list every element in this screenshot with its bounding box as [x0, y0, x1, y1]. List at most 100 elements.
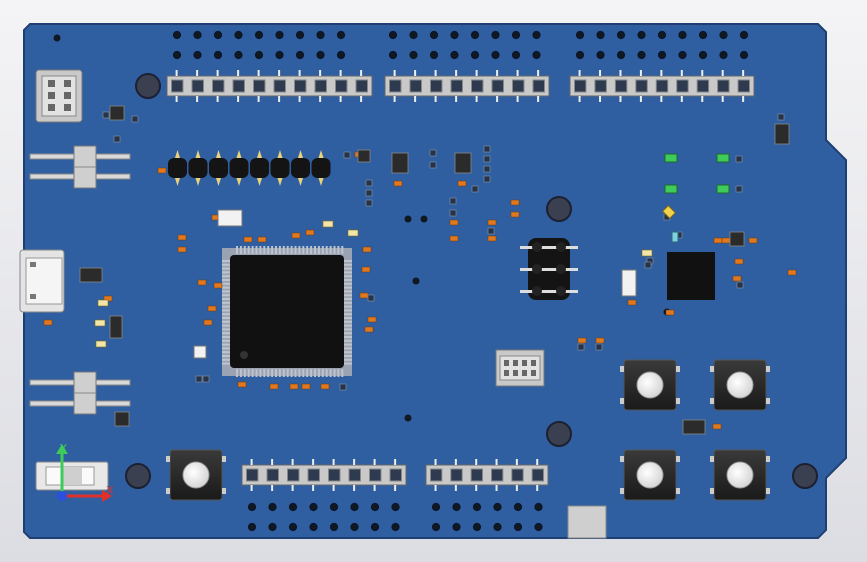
tactile-buttons[interactable] — [166, 359, 770, 501]
header-socket — [253, 79, 266, 93]
via-hole — [511, 30, 521, 40]
header-body — [384, 75, 550, 97]
swd-connector[interactable] — [35, 69, 83, 123]
mounting-hole — [546, 421, 572, 447]
via-hole — [596, 50, 605, 60]
jumper-block — [270, 158, 290, 178]
chip-pin — [290, 246, 293, 254]
button-lead — [766, 456, 770, 462]
chip-pin — [286, 246, 289, 254]
smd-white-part — [193, 345, 207, 359]
chip-pin — [333, 369, 336, 377]
chip-pin — [344, 271, 352, 274]
idc-pin — [531, 370, 536, 376]
idc-pin — [504, 370, 509, 376]
left-header-top[interactable] — [29, 145, 131, 189]
smd-capacitor — [195, 375, 203, 383]
chip-pin — [267, 246, 270, 254]
via-hole — [234, 50, 243, 60]
via-hole — [388, 30, 398, 40]
jumper-block — [291, 158, 310, 178]
header-pin — [257, 96, 260, 102]
chip-pin — [247, 369, 250, 377]
via-hole — [420, 215, 428, 223]
via-hole — [450, 50, 459, 60]
header-pin — [578, 96, 581, 102]
smd-capacitor — [343, 151, 351, 159]
chip-pin — [222, 358, 230, 361]
button-cap — [726, 461, 754, 489]
button-lead — [166, 488, 170, 494]
button-lead — [766, 398, 770, 404]
smd-resistor — [207, 305, 217, 312]
jumper-row[interactable] — [168, 150, 331, 186]
via-hole — [450, 30, 459, 40]
status-led — [664, 153, 678, 163]
header-pin — [332, 459, 335, 465]
header-socket — [266, 468, 279, 482]
chip-pin — [263, 369, 266, 377]
smd-resistor — [243, 236, 253, 243]
header-pin — [373, 485, 376, 491]
chip-pin — [344, 305, 352, 308]
via-hole — [193, 50, 202, 60]
header-socket — [314, 79, 327, 93]
smd-ic — [109, 105, 125, 121]
header-socket — [737, 79, 751, 93]
via-hole — [719, 50, 728, 60]
chip-pin — [294, 246, 297, 254]
header-socket — [717, 79, 730, 93]
header-socket — [389, 468, 402, 482]
chip-pin — [239, 369, 242, 377]
header-pin — [537, 96, 540, 102]
mcu-chip[interactable] — [222, 248, 352, 376]
smd-cap-yellow — [94, 319, 106, 327]
chip-pin — [344, 324, 352, 327]
chip-pin — [302, 246, 305, 254]
header-pin — [721, 96, 724, 102]
jumper-pin — [257, 150, 262, 158]
idc-pin — [64, 92, 71, 99]
usb-connector[interactable] — [19, 249, 65, 313]
via-hole — [254, 50, 264, 60]
mounting-holes — [125, 73, 818, 489]
header-pin — [660, 70, 663, 76]
chip-pin — [222, 260, 230, 262]
via-hole — [268, 502, 277, 512]
via-hole — [404, 215, 412, 223]
chip-pin — [344, 328, 352, 331]
smd-capacitor — [777, 113, 785, 121]
chip-pin — [278, 246, 281, 254]
jumper-pin — [175, 178, 180, 186]
header-socket — [635, 79, 648, 93]
chip-pin — [329, 369, 332, 377]
header-pin — [291, 485, 294, 491]
chip-pin — [344, 267, 352, 270]
smd-diode — [671, 231, 679, 243]
smd-resistor — [665, 309, 675, 316]
center-connector[interactable] — [495, 349, 545, 387]
via-hole — [350, 522, 359, 532]
smd-resistor — [361, 266, 371, 273]
chip-pin — [329, 246, 332, 254]
secondary-chip[interactable] — [667, 252, 715, 300]
header-pin — [660, 96, 663, 102]
header-pin — [312, 485, 315, 491]
chip-pin — [344, 260, 352, 262]
via-hole — [491, 50, 500, 60]
header-pin — [516, 70, 519, 76]
chip-pin — [263, 246, 266, 254]
header-socket — [171, 79, 184, 93]
chip-pin — [278, 369, 281, 377]
smd-resistor — [359, 292, 369, 299]
left-header-bottom[interactable] — [29, 371, 131, 415]
header-pin — [250, 459, 253, 465]
chip-pin — [222, 294, 230, 297]
chip-pin — [341, 246, 344, 254]
chip-pin — [317, 246, 320, 254]
via-hole — [316, 50, 325, 60]
header-pin — [536, 459, 539, 465]
slide-switch[interactable] — [35, 461, 109, 491]
